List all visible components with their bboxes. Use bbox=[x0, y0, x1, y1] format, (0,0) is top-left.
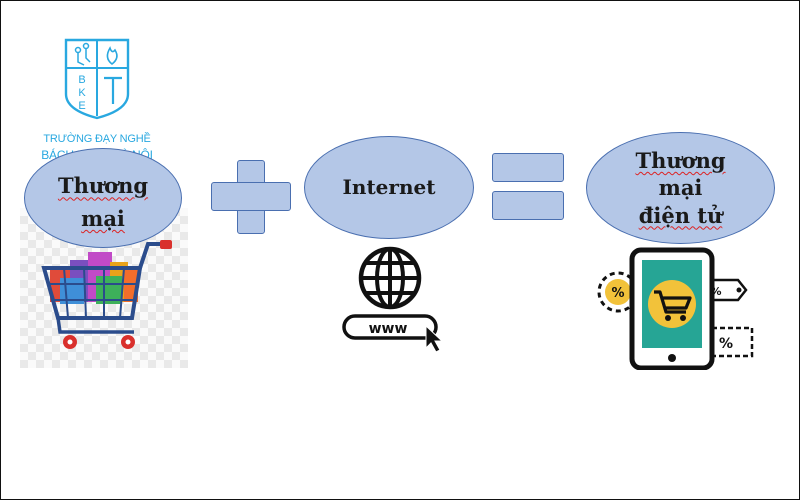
result-ecommerce-ellipse: Thương mại điện tử bbox=[586, 132, 775, 244]
result-line-1: Thương bbox=[635, 148, 726, 174]
equals-sign-bottom-bar bbox=[492, 191, 564, 220]
logo-letter-b: B bbox=[78, 74, 85, 86]
term-commerce-ellipse: Thương mại bbox=[24, 148, 182, 248]
percent-text-box: % bbox=[719, 336, 733, 352]
term-commerce-line-1: Thương bbox=[57, 173, 149, 199]
logo-line-1: TRƯỜNG ĐẠY NGHỀ bbox=[43, 133, 151, 145]
result-line-2: mại bbox=[658, 175, 703, 201]
percent-text-tag: % bbox=[710, 285, 721, 298]
term-internet-ellipse: Internet bbox=[304, 136, 474, 239]
shopping-cart-icon bbox=[41, 240, 172, 349]
mouse-cursor-icon bbox=[425, 324, 444, 353]
globe-icon bbox=[358, 246, 422, 310]
term-commerce-line-2: mại bbox=[81, 206, 125, 231]
plus-sign-center bbox=[238, 183, 263, 208]
smartphone-shop-icon: % % % bbox=[597, 247, 754, 370]
term-internet-label: Internet bbox=[342, 175, 436, 199]
result-line-3: điện tử bbox=[638, 202, 723, 228]
percent-text-left: % bbox=[611, 286, 624, 301]
www-address-bar-icon: www bbox=[342, 314, 444, 353]
logo-letter-k: K bbox=[78, 87, 86, 99]
logo-letter-e: E bbox=[78, 100, 85, 112]
www-url-text: www bbox=[369, 321, 408, 337]
school-logo-icon: B K E bbox=[64, 38, 130, 120]
equals-sign-top-bar bbox=[492, 153, 564, 182]
